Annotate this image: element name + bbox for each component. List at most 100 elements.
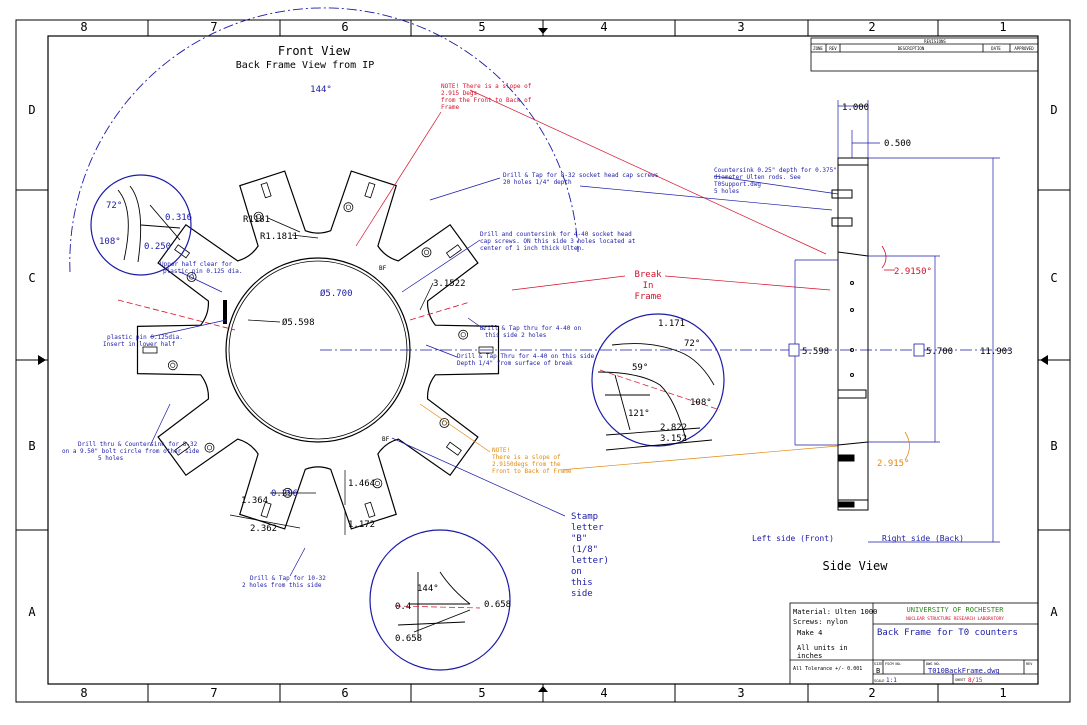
note-drill-countersink-440: Drill and countersink for 4-40 socket he… xyxy=(480,231,636,252)
dim-marker-5700 xyxy=(913,343,925,357)
front-view-subtitle: Back Frame View from IP xyxy=(236,60,374,71)
center-arrow-bottom xyxy=(538,686,548,692)
row-label: C xyxy=(1050,271,1057,285)
center-line-diag-red-right xyxy=(409,301,471,321)
angle-144-label: 144° xyxy=(310,85,332,95)
rev-col: DESCRIPTION xyxy=(898,46,925,51)
tb-size-value: B xyxy=(876,667,880,675)
center-line-diag-red xyxy=(117,299,236,331)
tb-scale-value: 1:1 xyxy=(886,677,897,684)
dim-label: 0.658 xyxy=(484,600,511,610)
dim-label: 1.464 xyxy=(348,479,375,489)
row-label: B xyxy=(1050,439,1057,453)
dim-label: 3.152 xyxy=(660,434,687,444)
row-label: A xyxy=(28,605,36,619)
tb-scale-label: SCALE xyxy=(874,679,885,683)
dim-label: 5.598 xyxy=(802,347,829,357)
angle-label: 108° xyxy=(99,237,121,247)
rev-col: DATE xyxy=(991,46,1001,51)
detail-circle-bottom xyxy=(369,529,511,671)
col-label: 8 xyxy=(80,20,87,34)
tb-dwg-value: T010BackFrame.dwg xyxy=(928,667,1000,675)
dim-label: 0.316 xyxy=(165,213,192,223)
tb-fscm-label: FSCM NO. xyxy=(885,662,902,666)
col-label: 3 xyxy=(737,686,744,700)
angle-label: 121° xyxy=(628,409,650,419)
angle-label: 72° xyxy=(106,201,122,211)
dim-label: 5.700 xyxy=(926,347,953,357)
bf-mark: BF xyxy=(379,265,387,272)
angle-label: 144° xyxy=(417,584,439,594)
rev-col: APPROVED xyxy=(1014,46,1034,51)
radius-label: R1.1811 xyxy=(260,232,298,242)
col-label: 6 xyxy=(341,20,348,34)
side-left-label: Left side (Front) xyxy=(752,534,834,543)
angle-arc-144 xyxy=(69,7,579,273)
row-label: C xyxy=(28,271,35,285)
tb-material: Material: Ulten 1000 xyxy=(793,608,877,616)
tb-dwg-label: DWG NO. xyxy=(926,662,941,666)
row-label: D xyxy=(28,103,35,117)
dim-marker-5598 xyxy=(788,343,800,357)
tb-sheet-value: 8/15 xyxy=(968,677,983,684)
detail-circle-left xyxy=(90,174,192,276)
center-arrow-left xyxy=(38,355,46,365)
side-view-drawing xyxy=(831,157,869,511)
center-arrow-right xyxy=(1040,355,1048,365)
col-label: 7 xyxy=(210,686,217,700)
dim-label: 1.364 xyxy=(241,496,268,506)
col-label: 5 xyxy=(478,686,485,700)
tb-units: inches xyxy=(797,652,822,660)
side-right-label: Right side (Back) xyxy=(882,534,964,543)
detail-circle-right xyxy=(591,313,725,447)
row-label: A xyxy=(1050,605,1058,619)
col-label: 4 xyxy=(600,20,607,34)
col-label: 1 xyxy=(999,20,1006,34)
tb-make: Make 4 xyxy=(797,629,822,637)
tb-tolerance: All Tolerance +/- 0.001 xyxy=(793,666,862,672)
dim-label: 0.296 xyxy=(271,489,298,499)
dim-label: 1.000 xyxy=(842,103,869,113)
col-label: 2 xyxy=(868,686,875,700)
back-frame-drawing xyxy=(136,170,500,530)
bf-mark: BF xyxy=(382,436,390,443)
dim-label: 2.822 xyxy=(660,423,687,433)
dim-label: 0.500 xyxy=(884,139,911,149)
tb-lab: NUCLEAR STRUCTURE RESEARCH LABORATORY xyxy=(906,616,1004,622)
angle-label: 2.9150° xyxy=(894,267,932,277)
col-label: 5 xyxy=(478,20,485,34)
center-arrow-top xyxy=(538,28,548,34)
revisions-block xyxy=(810,37,1039,72)
tb-size-label: SIZE xyxy=(874,662,882,666)
col-label: 4 xyxy=(600,686,607,700)
col-label: 8 xyxy=(80,686,87,700)
dim-label: 1.171 xyxy=(658,319,685,329)
tb-screws: Screws: nylon xyxy=(793,618,848,626)
dim-label: 1.172 xyxy=(348,520,375,530)
row-label: D xyxy=(1050,103,1057,117)
tb-university: UNIVERSITY OF ROCHESTER xyxy=(907,606,1005,614)
title-block xyxy=(789,602,1039,685)
col-label: 7 xyxy=(210,20,217,34)
dim-label: 0.4 xyxy=(395,602,411,612)
col-label: 1 xyxy=(999,686,1006,700)
rev-col: ZONE xyxy=(813,46,823,51)
dim-label: 2.362 xyxy=(250,524,277,534)
note-plastic-pin: plastic pin 0.125dia.Insert in lower hal… xyxy=(103,334,183,348)
rev-col: REV xyxy=(829,46,837,51)
col-label: 2 xyxy=(868,20,875,34)
angle-label: 108° xyxy=(690,398,712,408)
note-drill-tap-832: Drill & Tap for 8-32 socket head cap scr… xyxy=(503,172,659,186)
col-label: 6 xyxy=(341,686,348,700)
row-label: B xyxy=(28,439,35,453)
dim-label: 0.658 xyxy=(395,634,422,644)
note-drill-thru-440b: Drill & Tap Thru for 4-40 on this side.D… xyxy=(457,353,598,367)
